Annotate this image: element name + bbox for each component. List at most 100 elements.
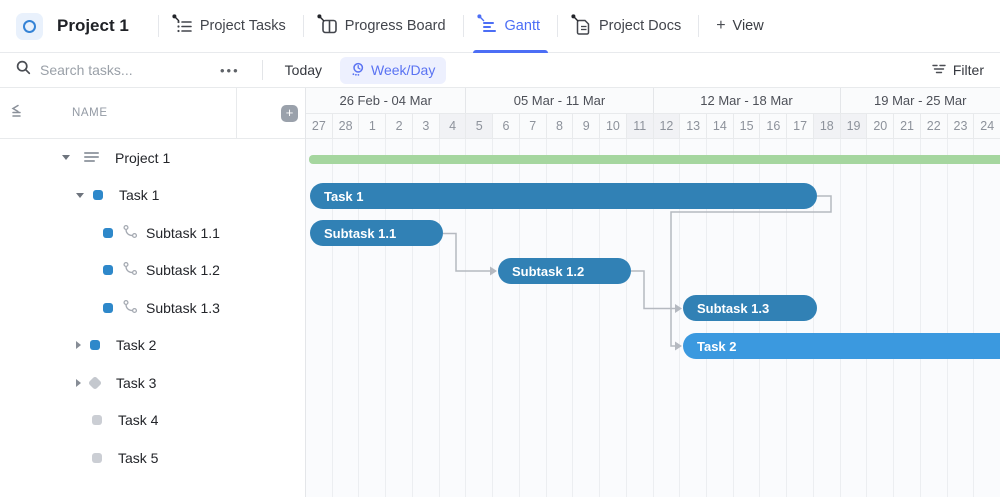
status-square-icon[interactable] <box>93 190 103 201</box>
day-header-cell: 28 <box>332 114 360 138</box>
gantt-bar-subtask-1-2[interactable]: Subtask 1.2 <box>498 258 631 284</box>
today-button[interactable]: Today <box>284 62 323 78</box>
more-options-button[interactable]: ••• <box>220 62 240 78</box>
day-header-cell: 6 <box>493 114 520 138</box>
status-square-icon[interactable] <box>92 452 102 463</box>
tree-row-label: Subtask 1.3 <box>146 299 220 316</box>
tree-row-label: Subtask 1.2 <box>146 262 220 279</box>
tree-row-task-4[interactable]: Task 4 <box>0 402 305 440</box>
day-header-cell: 27 <box>306 114 333 138</box>
day-header-cell-weekend: 4 <box>439 114 467 138</box>
bar-label: Task 1 <box>324 188 364 204</box>
tab-label: Project Docs <box>599 18 682 34</box>
plus-icon: + <box>716 17 726 34</box>
divider <box>557 15 558 37</box>
add-view-button[interactable]: + View <box>716 17 764 35</box>
collapse-panel-icon[interactable] <box>10 104 28 123</box>
week-day-zoom-button[interactable]: Week/Day <box>340 56 447 84</box>
pin-icon <box>476 13 485 22</box>
divider <box>261 60 263 80</box>
day-header-cell: 9 <box>573 114 601 138</box>
status-diamond-icon[interactable] <box>87 375 103 390</box>
bar-label: Task 2 <box>697 338 737 354</box>
day-header-cell: 21 <box>894 114 921 138</box>
chevron-right-icon[interactable] <box>76 378 81 387</box>
gantt-bar-task-2[interactable]: Task 2 <box>683 333 1000 359</box>
divider <box>462 15 464 37</box>
week-header-cell: 19 Mar - 25 Mar <box>874 93 967 108</box>
gantt-bar-subtask-1-3[interactable]: Subtask 1.3 <box>683 295 817 321</box>
day-header-cell: 17 <box>787 114 814 138</box>
chevron-right-icon[interactable] <box>76 341 81 350</box>
day-header-cell: 3 <box>412 114 440 138</box>
gantt-icon <box>476 13 498 35</box>
status-square-icon[interactable] <box>92 415 102 426</box>
chevron-down-icon[interactable] <box>76 192 84 198</box>
divider <box>157 15 159 37</box>
task-tree: Project 1 Task 1 Subtask 1.1 <box>0 139 305 477</box>
board-icon <box>317 13 338 35</box>
status-square-icon[interactable] <box>90 340 100 351</box>
list-icon <box>172 13 193 35</box>
zoom-level-label: Week/Day <box>371 62 436 78</box>
day-header-cell: 13 <box>680 114 708 138</box>
gantt-chart-area[interactable]: Task 1 Subtask 1.1 Subtask 1.2 Subtask 1… <box>306 139 1000 497</box>
name-column-label: NAME <box>72 107 108 119</box>
tree-row-task-1[interactable]: Task 1 <box>0 177 305 215</box>
task-tree-panel: NAME + Project 1 Task 1 <box>0 88 305 497</box>
add-view-label: View <box>732 18 764 34</box>
pin-icon <box>570 13 579 22</box>
week-header-cell: 05 Mar - 11 Mar <box>466 88 654 113</box>
gantt-toolbar: ••• Today Week/Day Filter <box>0 53 1000 88</box>
tree-row-subtask-1-1[interactable]: Subtask 1.1 <box>0 214 305 252</box>
tab-progress-board[interactable]: Progress Board <box>317 0 450 53</box>
tree-row-task-2[interactable]: Task 2 <box>0 327 305 365</box>
search-icon <box>16 60 31 80</box>
tree-row-subtask-1-3[interactable]: Subtask 1.3 <box>0 289 305 327</box>
day-header-cell: 16 <box>760 114 788 138</box>
tab-gantt[interactable]: Gantt <box>472 0 548 53</box>
tree-row-label: Project 1 <box>115 149 171 166</box>
tree-row-label: Task 4 <box>118 412 159 429</box>
gantt-bar-task-1[interactable]: Task 1 <box>310 183 817 209</box>
project-logo[interactable] <box>16 12 43 40</box>
day-header-cell: 10 <box>600 114 627 138</box>
tree-header: NAME + <box>0 88 305 139</box>
list-lines-icon <box>84 150 99 166</box>
tab-label: Gantt <box>504 18 540 34</box>
doc-icon <box>571 13 592 35</box>
tree-row-task-3[interactable]: Task 3 <box>0 364 305 402</box>
tab-project-docs[interactable]: Project Docs <box>571 0 685 53</box>
tree-row-task-5[interactable]: Task 5 <box>0 439 305 477</box>
gantt-bar-project-summary[interactable] <box>309 155 1000 164</box>
status-square-icon[interactable] <box>103 265 113 276</box>
day-header-cell: 2 <box>386 114 413 138</box>
day-header-cell: 24 <box>974 114 1000 138</box>
search-input[interactable] <box>40 62 190 78</box>
subtask-link-icon <box>123 224 138 242</box>
day-header-cell: 8 <box>546 114 574 138</box>
bar-label: Subtask 1.1 <box>324 225 397 241</box>
gantt-panel: 26 Feb - 04 Mar 05 Mar - 11 Mar 12 Mar -… <box>305 88 1000 497</box>
tree-row-label: Task 3 <box>116 374 157 391</box>
tree-row-subtask-1-2[interactable]: Subtask 1.2 <box>0 252 305 290</box>
timeline-weeks-header: 26 Feb - 04 Mar 05 Mar - 11 Mar 12 Mar -… <box>306 88 1000 114</box>
filter-button[interactable]: Filter <box>932 62 984 78</box>
search-box[interactable] <box>16 60 206 80</box>
bar-label: Subtask 1.2 <box>512 263 585 279</box>
name-column-header: NAME <box>0 88 237 138</box>
divider <box>698 15 700 37</box>
day-header-cell: 23 <box>947 114 975 138</box>
day-header-cell: 1 <box>359 114 387 138</box>
tab-project-tasks[interactable]: Project Tasks <box>172 0 290 53</box>
chevron-down-icon[interactable] <box>62 155 70 161</box>
gantt-bar-subtask-1-1[interactable]: Subtask 1.1 <box>310 220 443 246</box>
tree-row-project-1[interactable]: Project 1 <box>0 139 305 177</box>
tab-label: Project Tasks <box>199 18 286 34</box>
pin-icon <box>171 13 180 22</box>
add-column: + <box>237 88 305 138</box>
status-square-icon[interactable] <box>103 227 113 238</box>
status-square-icon[interactable] <box>103 302 113 313</box>
add-task-button[interactable]: + <box>281 104 298 122</box>
